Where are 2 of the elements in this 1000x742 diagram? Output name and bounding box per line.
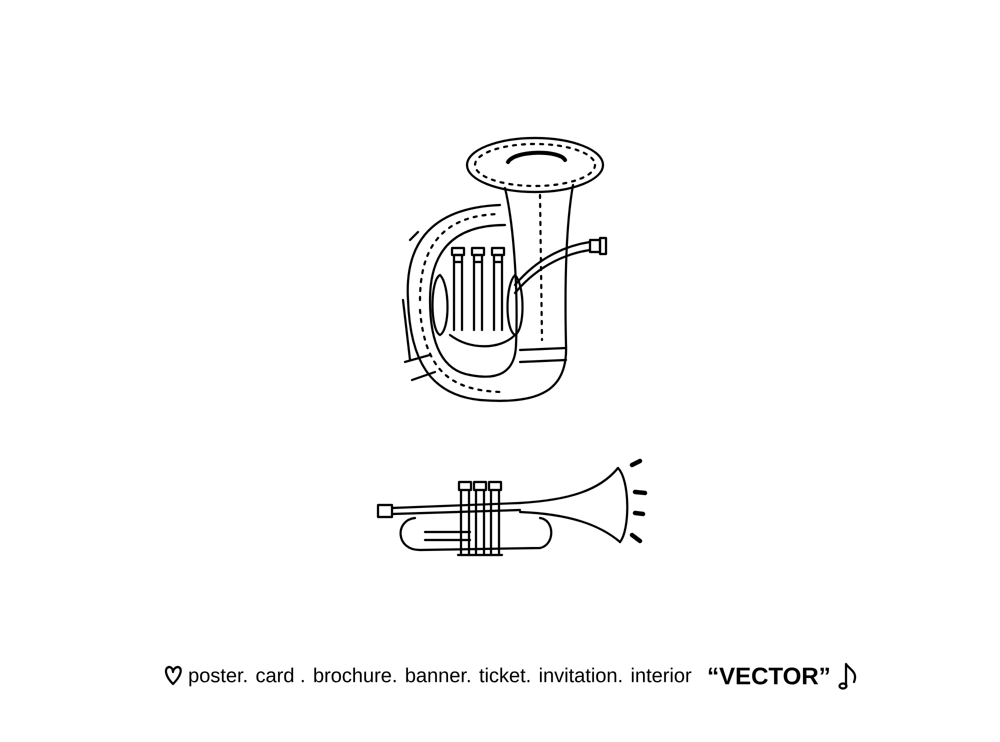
- caption-text: poster. card . brochure. banner. ticket. invitation. interior: [189, 668, 692, 686]
- title-text: “VECTOR”: [708, 668, 829, 684]
